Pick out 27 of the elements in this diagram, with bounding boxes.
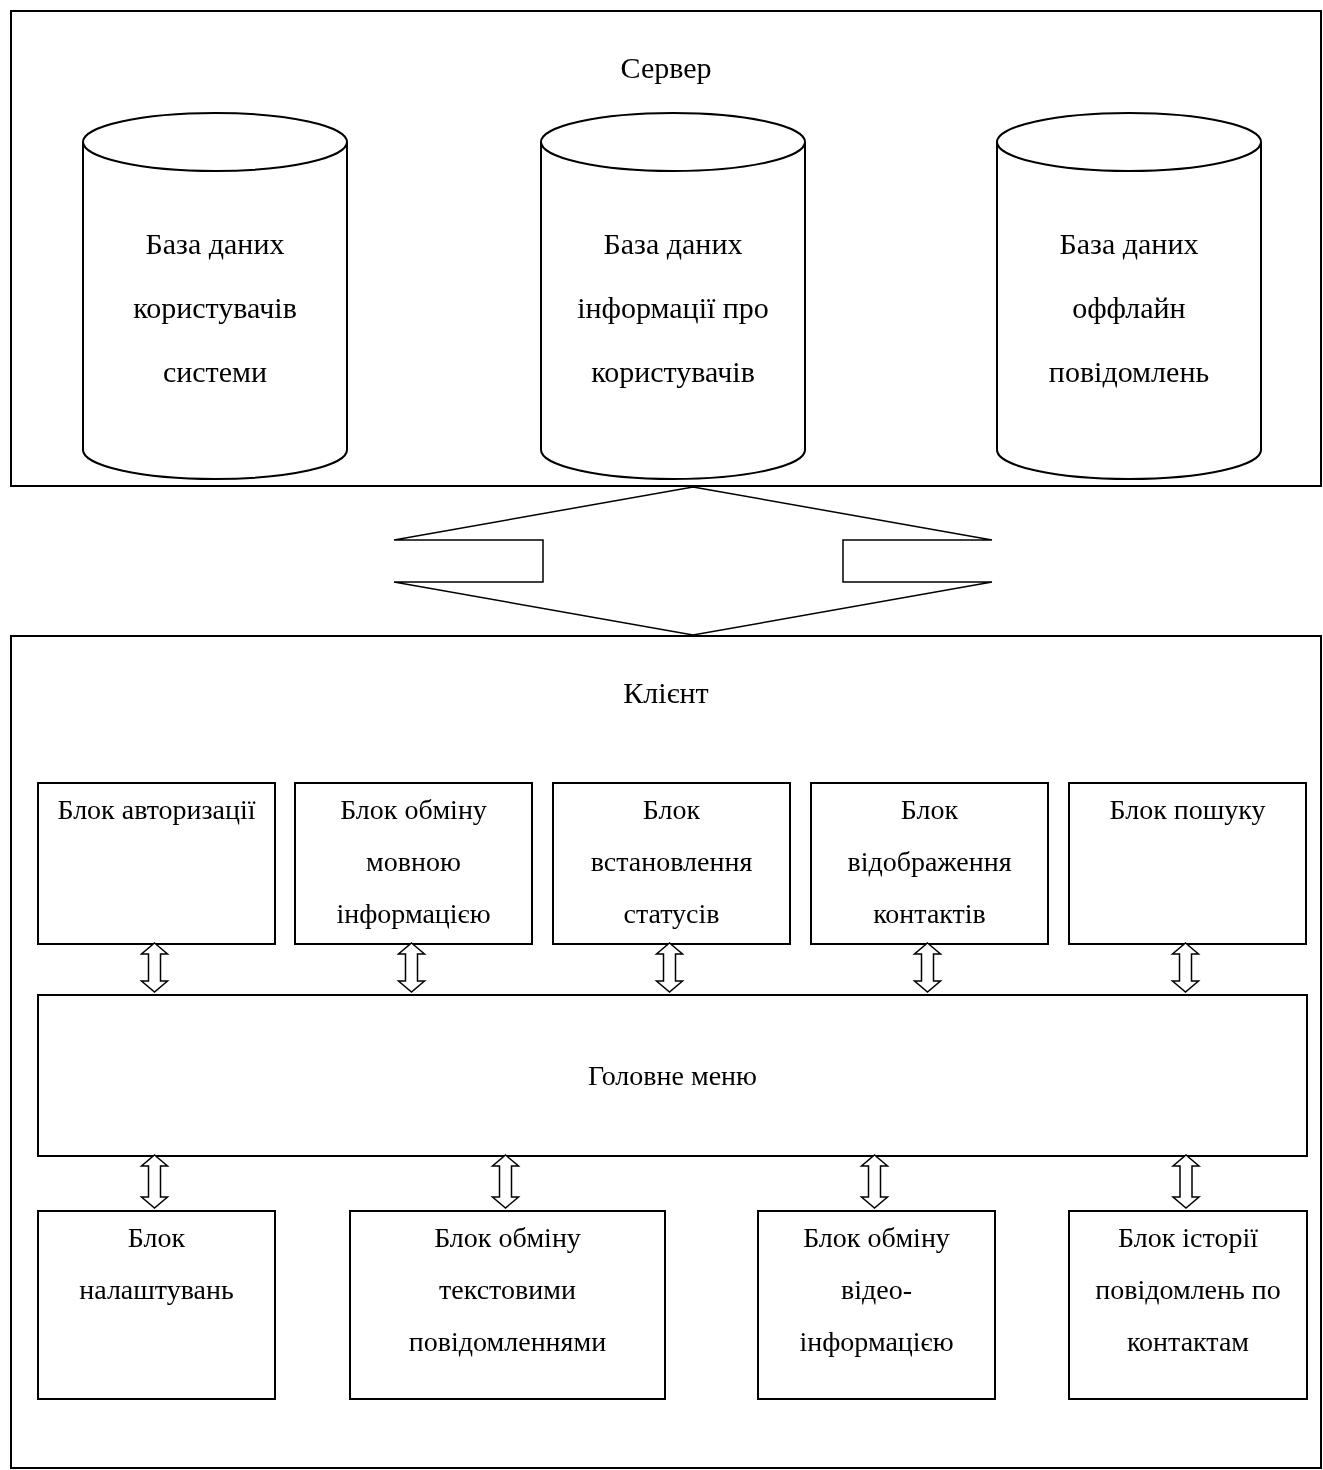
double-arrow [396, 942, 427, 993]
double-arrow [1170, 942, 1201, 993]
double-arrow [912, 942, 943, 993]
double-arrow [859, 1154, 890, 1209]
database-label: База даних інформації про користувачів [576, 226, 770, 390]
menu-box: Головне меню [37, 994, 1308, 1157]
double-arrow [1170, 1154, 1202, 1209]
double-arrow [654, 942, 685, 993]
database-label: База даних оффлайн повідомлень [1047, 226, 1211, 390]
module-box: Блок встановлення статусів [552, 782, 791, 945]
module-box: Блок відображення контактів [810, 782, 1049, 945]
group-frame [10, 635, 1322, 1469]
group-title: Сервер [619, 50, 713, 86]
module-box: Блок обміну мовною інформацією [294, 782, 533, 945]
module-box: Блок історії повідомлень по контактам [1068, 1210, 1308, 1400]
double-arrow [393, 486, 993, 636]
double-arrow [139, 942, 170, 993]
double-arrow [490, 1154, 521, 1209]
double-arrow [139, 1154, 170, 1209]
module-box: Блок налаштувань [37, 1210, 276, 1400]
module-box: Блок авторизації [37, 782, 276, 945]
database-label: База даних користувачів системи [132, 226, 298, 390]
module-box: Блок пошуку [1068, 782, 1307, 945]
module-box: Блок обміну відео-інформацією [757, 1210, 996, 1400]
group-frame [10, 10, 1322, 487]
group-title: Клієнт [622, 675, 710, 711]
module-box: Блок обміну текстовими повідомленнями [349, 1210, 666, 1400]
